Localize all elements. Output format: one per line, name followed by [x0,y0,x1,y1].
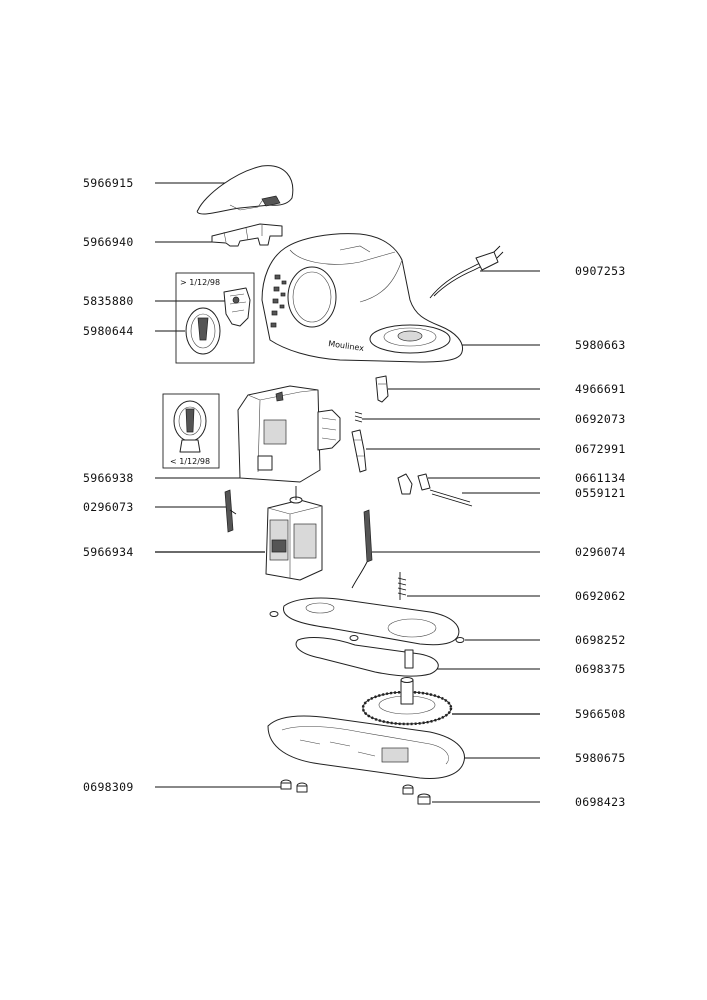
motor-drawing [265,486,323,581]
part-number-5835880: 5835880 [83,294,134,308]
spring-0692062-drawing [397,572,407,600]
gear-cover-plate-drawing [269,597,465,646]
part-number-0698309: 0698309 [83,780,134,794]
base-housing-drawing: Moulinex [261,233,464,363]
switch-bracket-drawing [211,223,283,247]
motor-housing-drawing [237,385,341,483]
inset-before-1-12-98: < 1/12/98 [162,393,220,469]
part-number-5966938: 5966938 [83,471,134,485]
part-number-0692062: 0692062 [575,589,626,603]
part-number-5980663: 5980663 [575,338,626,352]
rods-0559121-drawing [429,489,473,507]
lever-0672991-drawing [351,429,367,473]
part-number-0661134: 0661134 [575,471,626,485]
feet-0698423-drawing [402,784,431,805]
part-number-0296073: 0296073 [83,500,134,514]
part-number-0672991: 0672991 [575,442,626,456]
power-cord-drawing [429,245,504,299]
part-number-0698375: 0698375 [575,662,626,676]
clip-0661134-drawing [397,473,431,495]
part-number-5980675: 5980675 [575,751,626,765]
inset-after-date-label: > 1/12/98 [180,278,220,287]
part-number-0559121: 0559121 [575,486,626,500]
switch-part-4966691-drawing [375,375,389,403]
part-number-0296074: 0296074 [575,545,626,559]
part-number-5980644: 5980644 [83,324,134,338]
part-number-0907253: 0907253 [575,264,626,278]
feet-0698309-drawing [280,779,308,793]
part-number-4966691: 4966691 [575,382,626,396]
base-plate-5980675-drawing [267,715,465,779]
part-number-5966934: 5966934 [83,545,134,559]
carbon-brush-left-drawing [224,489,237,533]
part-number-0698252: 0698252 [575,633,626,647]
part-number-0692073: 0692073 [575,412,626,426]
part-number-5966508: 5966508 [575,707,626,721]
part-number-5966940: 5966940 [83,235,134,249]
gear-5966508-drawing [361,677,453,726]
carbon-brush-right-drawing [351,509,373,589]
part-number-5966915: 5966915 [83,176,134,190]
inset-after-1-12-98: > 1/12/98 [175,272,255,364]
control-buttons [270,274,287,328]
top-cover-drawing [196,165,294,215]
part-number-0698423: 0698423 [575,795,626,809]
gasket-0698375-drawing [295,637,439,677]
spring-0692073-drawing [354,411,363,423]
inset-before-date-label: < 1/12/98 [170,457,210,466]
